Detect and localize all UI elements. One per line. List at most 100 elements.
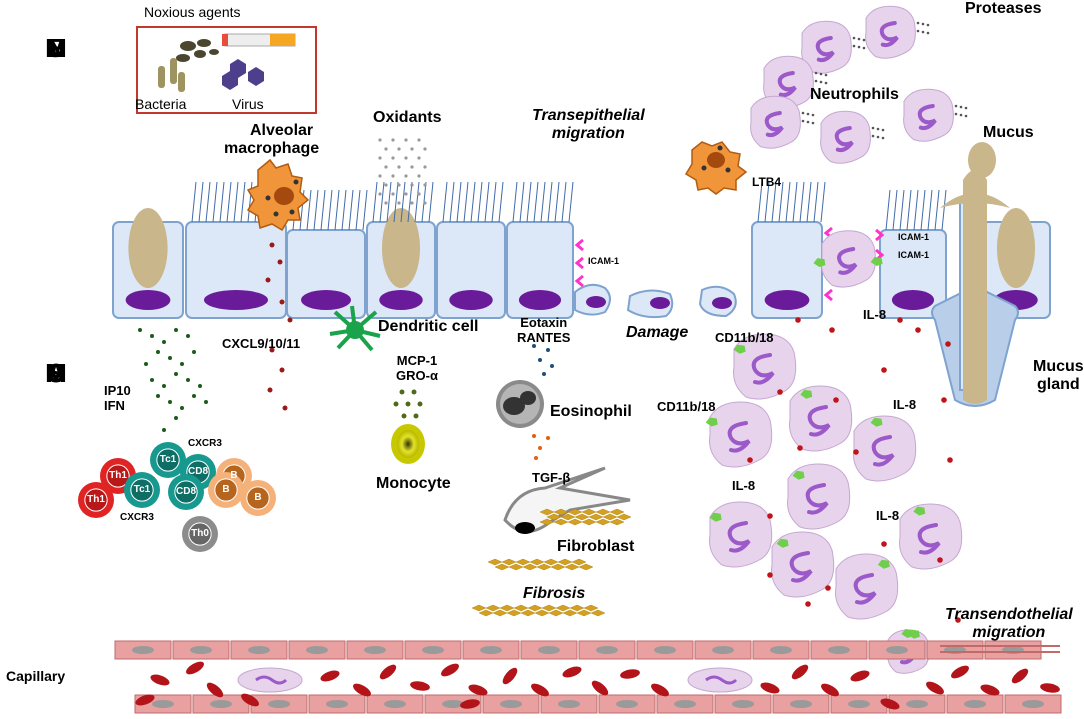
red-blood-cell xyxy=(591,680,609,696)
cilium xyxy=(400,181,406,223)
ifn-text: IFN xyxy=(104,397,125,413)
oxidant-dot xyxy=(384,165,388,169)
oxidant-dot xyxy=(404,138,408,142)
protease-dot xyxy=(881,136,885,140)
protease-dot xyxy=(871,126,875,130)
endothelial-nucleus xyxy=(732,700,754,708)
epithelial-cell xyxy=(436,181,506,319)
cilium xyxy=(327,189,333,231)
tgfb-label: TGF-β xyxy=(532,470,571,485)
chemokine-dot xyxy=(542,372,546,376)
cd11b-receptor xyxy=(913,506,926,516)
th1-cell-label: Th1 xyxy=(109,470,127,481)
transepi-line1: Transepithelial xyxy=(532,107,645,124)
cd11b-label: CD11b/18 xyxy=(715,330,774,345)
chemokine-dot xyxy=(168,356,172,360)
transendo-line2: migration xyxy=(972,624,1046,642)
red-blood-cell xyxy=(926,681,944,695)
cd11b-receptor xyxy=(705,417,718,427)
lumen-letter: E xyxy=(47,33,65,63)
cilium xyxy=(547,181,553,223)
th1-cell-label: Th1 xyxy=(87,494,105,505)
chemokine-dot xyxy=(550,364,554,368)
neutrophil-body xyxy=(787,463,851,530)
protease-dot xyxy=(959,105,963,109)
mucus-gland-label: Mucus gland xyxy=(1033,358,1084,395)
b-cell-label: B xyxy=(254,492,262,503)
cilium xyxy=(428,181,434,223)
oxidant-dot xyxy=(378,138,382,142)
cilium xyxy=(533,181,539,223)
protease-dot xyxy=(857,45,861,49)
ip10-text: IP10 xyxy=(104,383,131,398)
mucosal-neutrophil xyxy=(709,501,773,568)
il8-dot xyxy=(915,327,921,333)
red-blood-cell xyxy=(791,664,809,680)
il8-dot xyxy=(747,457,753,463)
lumen-letter: U xyxy=(46,33,66,63)
protease-dot xyxy=(824,73,828,77)
protease-dot xyxy=(801,119,805,123)
endothelial-nucleus xyxy=(770,646,792,654)
red-blood-cell xyxy=(135,694,155,706)
mucosa-letter: M xyxy=(45,358,67,388)
il8-dot xyxy=(881,541,887,547)
fibrosis-fiber xyxy=(609,508,625,516)
chemokine-dot xyxy=(277,259,283,265)
protease-dot xyxy=(852,44,856,48)
cd11b-receptor xyxy=(870,417,883,427)
neutrophil-nucleus xyxy=(805,483,829,515)
oxidant-dot xyxy=(417,192,421,196)
chemokine-dot xyxy=(186,334,190,338)
oxidant-dot xyxy=(410,201,414,205)
chemokine-dot xyxy=(138,328,142,332)
fibrosis-fiber xyxy=(548,609,564,617)
chemokine-dot xyxy=(150,334,154,338)
endothelial-nucleus xyxy=(886,646,908,654)
lymphocyte-cluster xyxy=(78,442,276,552)
neutrophil-nucleus xyxy=(727,421,751,453)
cilium xyxy=(820,181,826,223)
chemokine-dot xyxy=(186,378,190,382)
endothelial-nucleus xyxy=(906,700,928,708)
fibrosis-fiber xyxy=(522,563,538,571)
cilium xyxy=(757,181,763,223)
protease-dot xyxy=(811,113,815,117)
circulating-neutrophil xyxy=(687,667,753,693)
transepi-line2: migration xyxy=(551,125,625,143)
fibrosis-fiber xyxy=(471,604,487,612)
protease-dot xyxy=(852,36,856,40)
il8-label: IL-8 xyxy=(863,307,887,322)
protease-dot xyxy=(801,111,805,115)
ip10-label: IP10 IFN xyxy=(104,383,131,414)
red-blood-cell xyxy=(460,699,480,709)
protease-dot xyxy=(811,121,815,125)
cilium xyxy=(393,181,399,223)
endothelial-nucleus xyxy=(790,700,812,708)
oxidant-dot xyxy=(397,183,401,187)
il8-dot xyxy=(795,317,801,323)
capillary-label: Capillary xyxy=(6,668,66,684)
protease-dot xyxy=(876,135,880,139)
cilium xyxy=(348,189,354,231)
red-blood-cell xyxy=(980,684,1000,696)
protease-dot xyxy=(916,21,920,25)
transepithelial-label: Transepithelial migration xyxy=(532,107,645,144)
il8-label: IL-8 xyxy=(876,508,900,523)
b-cell xyxy=(208,472,244,508)
chemokine-dot xyxy=(538,358,542,362)
cxcr3-label: CXCR3 xyxy=(120,512,154,523)
monocyte-label: Monocyte xyxy=(376,475,451,492)
endothelial-nucleus xyxy=(364,646,386,654)
noxious-label: Noxious agents xyxy=(144,4,241,20)
oxidant-dot xyxy=(404,192,408,196)
lumen-neutrophil xyxy=(820,110,871,164)
il8-dot xyxy=(945,341,951,347)
cilium xyxy=(470,181,476,223)
cilium xyxy=(512,181,518,223)
mucosal-neutrophil xyxy=(853,415,917,482)
migrating-neutrophil xyxy=(813,230,883,288)
lumen-letter: M xyxy=(45,33,67,63)
neutrophil-body xyxy=(835,553,899,620)
red-blood-cell xyxy=(880,698,900,710)
